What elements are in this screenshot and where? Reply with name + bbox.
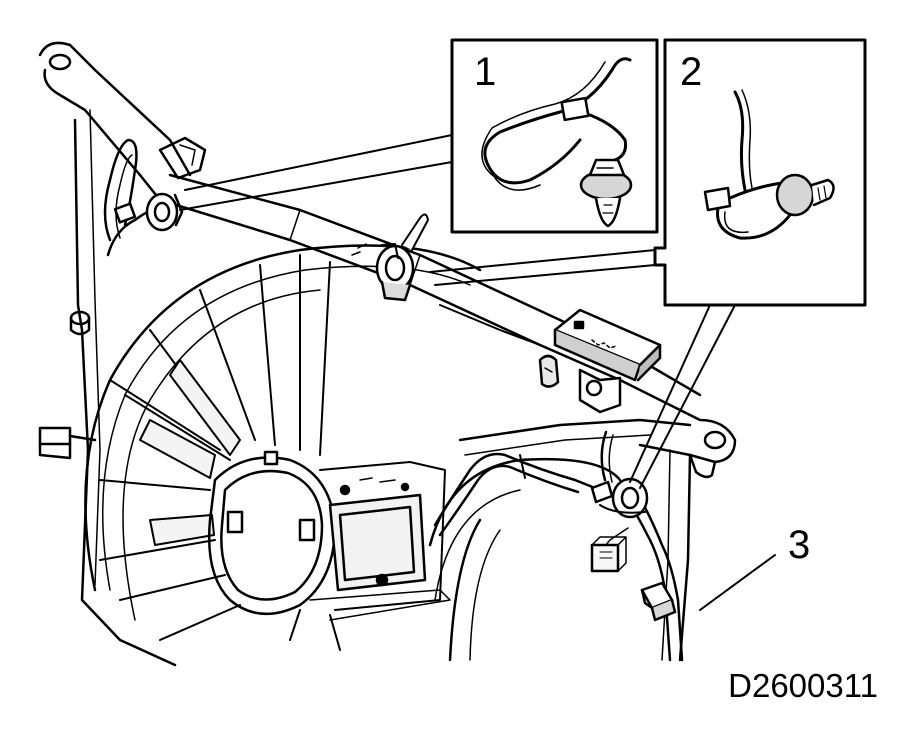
callout-2: 2 <box>680 50 702 94</box>
wire-holder-3 <box>640 554 776 622</box>
callout-3: 3 <box>788 523 810 567</box>
cable-tie-top-left <box>103 138 184 257</box>
relay-bracket <box>538 308 662 414</box>
detail-box-2: 2 <box>429 38 867 489</box>
detail-box-1: 1 <box>179 38 659 234</box>
document-code: D2600311 <box>728 667 878 704</box>
fan-hub <box>207 450 337 616</box>
cable-tie-top-center <box>351 213 429 302</box>
motor-housing <box>309 461 451 621</box>
cable-tie-lower-center <box>590 430 649 519</box>
fan-blades <box>99 254 341 651</box>
callout-1: 1 <box>474 50 496 94</box>
